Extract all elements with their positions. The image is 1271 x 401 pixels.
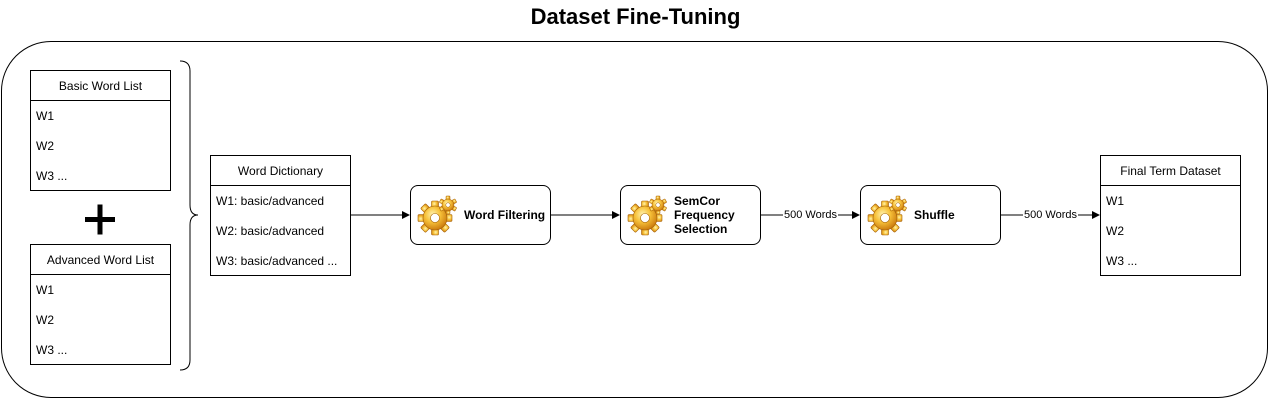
basic-word-list-header: Basic Word List [31, 71, 170, 101]
semcor-label-line: SemCor [674, 194, 721, 208]
pipeline-container [1, 41, 1268, 398]
semcor-label-line: Selection [674, 222, 728, 236]
shuffle-step: Shuffle [860, 185, 1001, 245]
list-item: W1 [1106, 194, 1124, 208]
diagram-title: Dataset Fine-Tuning [530, 4, 741, 29]
gear-icon [867, 195, 908, 236]
list-item: W1 [36, 283, 54, 297]
shuffle-label: Shuffle [914, 208, 955, 222]
word-dictionary: Word Dictionary W1: basic/advanced W2: b… [210, 155, 351, 276]
basic-word-list: Basic Word List W1 W2 W3 ... [30, 70, 171, 191]
advanced-word-list: Advanced Word List W1 W2 W3 ... [30, 244, 171, 365]
semcor-label-line: Frequency [674, 208, 735, 222]
list-item: W2: basic/advanced [216, 224, 325, 238]
semcor-label: SemCor Frequency Selection [674, 186, 756, 244]
plus-symbol [85, 204, 115, 235]
list-item: W2 [36, 139, 54, 153]
word-dictionary-header: Word Dictionary [211, 156, 350, 186]
list-item: W3 ... [36, 169, 68, 183]
list-item: W1 [36, 109, 54, 123]
gear-icon [417, 195, 458, 236]
list-item: W2 [1106, 224, 1124, 238]
final-term-dataset-header: Final Term Dataset [1101, 156, 1240, 186]
list-item: W2 [36, 313, 54, 327]
word-filtering-step: Word Filtering [410, 185, 551, 245]
list-item: W3: basic/advanced ... [216, 254, 338, 268]
final-term-dataset: Final Term Dataset W1 W2 W3 ... [1100, 155, 1241, 276]
list-item: W1: basic/advanced [216, 194, 325, 208]
gear-icon [627, 195, 668, 236]
list-item: W3 ... [36, 343, 68, 357]
word-filtering-label: Word Filtering [464, 208, 546, 222]
edge-label-semcor-to-shuffle: 500 Words [783, 209, 838, 221]
edge-label-shuffle-to-final: 500 Words [1023, 209, 1078, 221]
merge-brace [179, 60, 199, 371]
advanced-word-list-header: Advanced Word List [31, 245, 170, 275]
list-item: W3 ... [1106, 254, 1138, 268]
semcor-frequency-selection-step: SemCor Frequency Selection [620, 185, 761, 245]
